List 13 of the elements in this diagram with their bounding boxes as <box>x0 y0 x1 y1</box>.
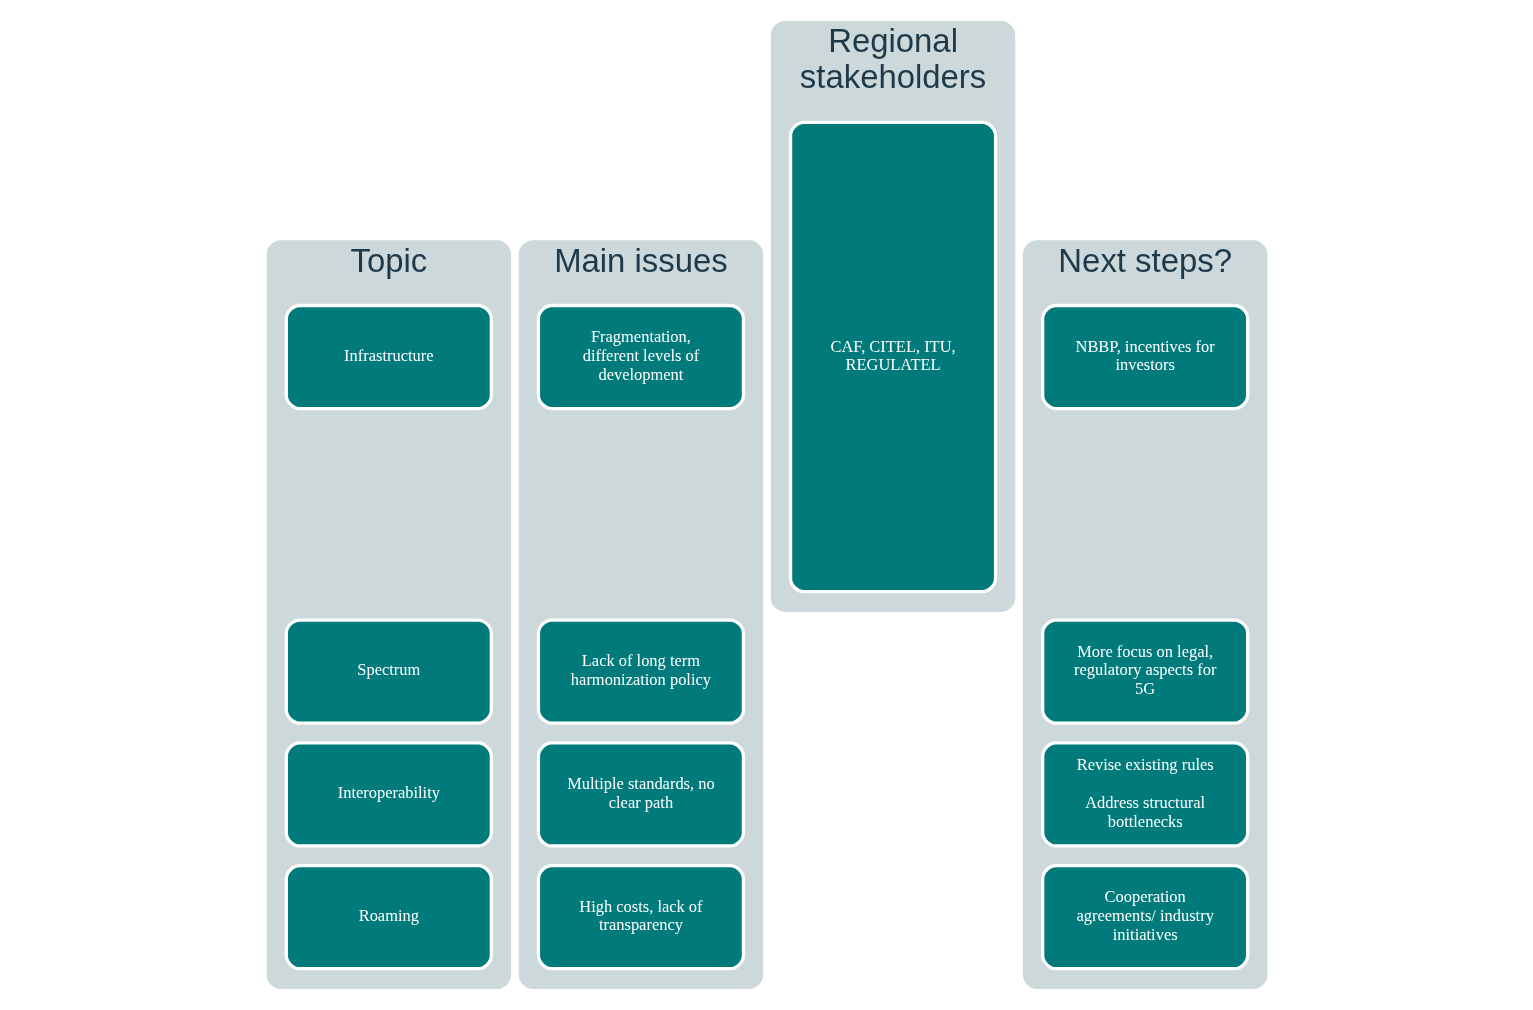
node-box: More focus on legal, regulatory aspects for 5G <box>1040 618 1249 725</box>
node-box: Interoperability <box>284 741 493 848</box>
node-box: Spectrum <box>284 618 493 725</box>
node-box: CAF, CITEL, ITU, REGULATEL <box>788 120 997 594</box>
node-box: Multiple standards, no clear path <box>536 741 745 848</box>
node-box: High costs, lack of transparency <box>536 864 745 971</box>
node-box: Roaming <box>284 864 493 971</box>
node-box: Fragmentation, different levels of development <box>536 303 745 411</box>
node-box: Infrastructure <box>284 303 493 411</box>
node-box: Revise existing rules Address structural bottlenecks <box>1040 741 1249 848</box>
node-box: NBBP, incentives for investors <box>1040 303 1249 411</box>
node-box: Cooperation agreements/ industry initiatives <box>1040 864 1249 971</box>
node-box: Lack of long term harmonization policy <box>536 618 745 725</box>
